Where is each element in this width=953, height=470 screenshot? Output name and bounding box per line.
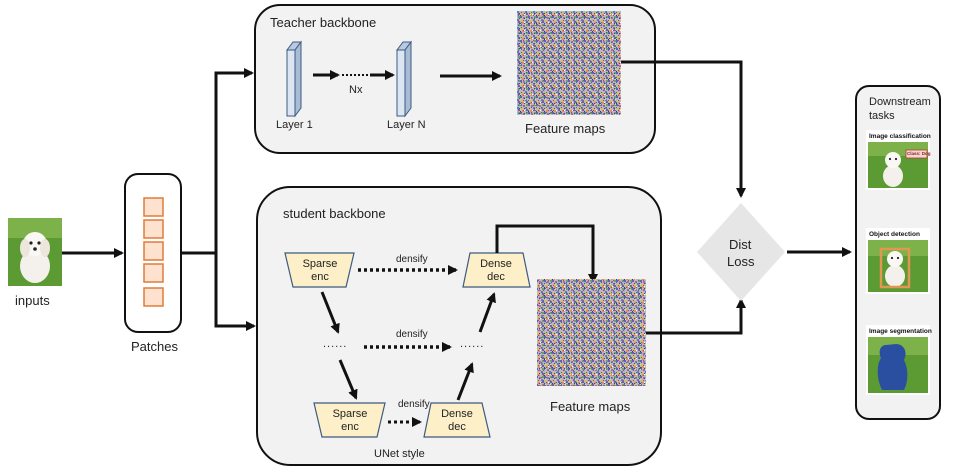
- task-classification-title: Image classification: [869, 133, 931, 140]
- arrow-patches-to-teacher: [182, 68, 254, 255]
- arrow-teacher-to-loss: [621, 60, 746, 198]
- task-classification-image: [866, 130, 930, 190]
- arrow-enc-down-1: [320, 291, 340, 334]
- downstream-title-1: Downstream: [869, 96, 931, 108]
- teacher-layer-1: [286, 40, 302, 118]
- teacher-backbone-title: Teacher backbone: [270, 15, 377, 30]
- arrow-dec-up-1: [456, 362, 474, 401]
- sparse-enc-top: [284, 252, 355, 288]
- densify-label-top: densify: [396, 254, 428, 265]
- densify-label-bottom: densify: [398, 399, 430, 410]
- arrow-dec-to-feature: [495, 224, 598, 284]
- arrow-patches-to-student: [214, 253, 256, 331]
- dist-loss-line2: Loss: [727, 254, 755, 269]
- arrow-dec-up-2: [478, 292, 496, 333]
- ellipsis-left: ......: [323, 338, 348, 350]
- task-segmentation-image: [866, 325, 930, 395]
- teacher-feature-maps-label: Feature maps: [525, 121, 606, 136]
- student-feature-maps-label: Feature maps: [550, 399, 631, 414]
- arrow-enc-down-2: [338, 359, 358, 400]
- student-backbone-title: student backbone: [283, 206, 386, 221]
- teacher-layer-n: [396, 40, 412, 118]
- teacher-layer1-label: Layer 1: [276, 119, 313, 131]
- ellipsis-right: ......: [460, 338, 485, 350]
- input-dog-image: [8, 218, 62, 286]
- teacher-repeat-label: Nx: [349, 84, 363, 96]
- task-classification-badge: Class: Dog: [907, 151, 931, 156]
- student-feature-map: [537, 279, 646, 386]
- teacher-layern-label: Layer N: [387, 119, 426, 131]
- patches-label: Patches: [131, 339, 178, 354]
- dense-dec-bottom: [423, 402, 491, 438]
- dense-dec-bottom-label: Dense dec: [441, 408, 473, 433]
- task-detection-image: [866, 228, 930, 294]
- downstream-title-2: tasks: [869, 110, 895, 122]
- dist-loss-diamond: [697, 203, 785, 301]
- task-segmentation-title: Image segmentation: [869, 328, 932, 335]
- patch-squares: [143, 197, 164, 307]
- dist-loss-line1: Dist: [729, 237, 752, 252]
- sparse-enc-bottom-label: Sparse enc: [332, 408, 368, 433]
- task-detection-title: Object detection: [869, 231, 920, 238]
- sparse-enc-bottom: [313, 402, 386, 438]
- unet-style-label: UNet style: [374, 448, 425, 460]
- teacher-feature-map: [517, 11, 621, 115]
- densify-label-mid: densify: [396, 329, 428, 340]
- dense-dec-top: [462, 252, 531, 288]
- inputs-label: inputs: [15, 293, 50, 308]
- dense-dec-top-label: Dense dec: [480, 258, 512, 283]
- arrow-student-to-loss: [646, 298, 746, 335]
- sparse-enc-top-label: Sparse enc: [302, 258, 338, 283]
